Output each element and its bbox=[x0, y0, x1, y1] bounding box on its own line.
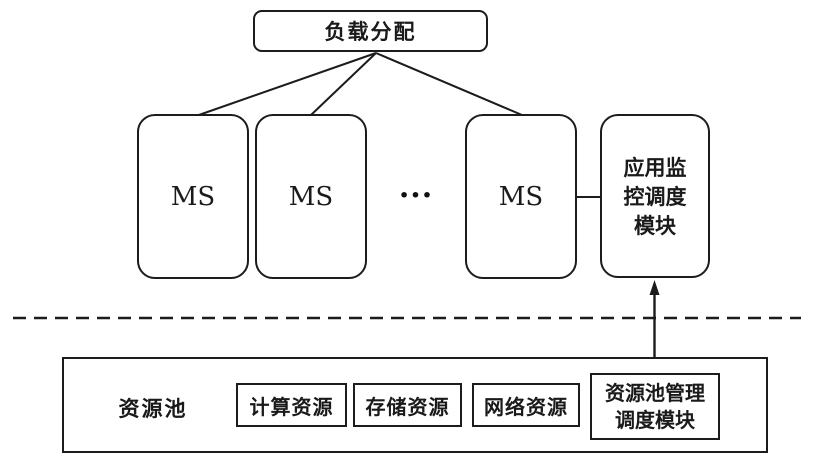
compute-resource-box: 计算资源 bbox=[236, 383, 347, 427]
storage-resource-label: 存储资源 bbox=[365, 394, 450, 419]
app-module-line-1: 应用监 bbox=[623, 154, 687, 180]
pool-module-line-2: 调度模块 bbox=[615, 407, 695, 432]
app-monitor-module-box: 应用监 控调度 模块 bbox=[600, 114, 710, 278]
app-module-line-3: 模块 bbox=[634, 212, 676, 238]
ellipsis-more-servers: ··· bbox=[398, 178, 434, 213]
fan-line-left bbox=[195, 52, 377, 117]
ms-label-3: MS bbox=[498, 181, 544, 212]
ms-label-1: MS bbox=[170, 181, 216, 212]
compute-resource-label: 计算资源 bbox=[249, 394, 334, 419]
ms-box-1: MS bbox=[137, 114, 249, 279]
storage-resource-box: 存储资源 bbox=[353, 383, 462, 427]
fan-line-right bbox=[375, 52, 523, 116]
resource-pool-label: 资源池 bbox=[118, 396, 188, 421]
network-resource-box: 网络资源 bbox=[472, 383, 580, 427]
pool-module-line-1: 资源池管理 bbox=[605, 380, 705, 405]
network-resource-label: 网络资源 bbox=[484, 394, 568, 419]
load-distribution-label: 负载分配 bbox=[324, 19, 417, 44]
pool-manager-module-box: 资源池管理 调度模块 bbox=[590, 373, 720, 440]
load-distribution-box: 负载分配 bbox=[253, 10, 488, 52]
app-module-line-2: 控调度 bbox=[623, 183, 687, 209]
ms-box-2: MS bbox=[255, 114, 367, 279]
arrowhead-up bbox=[649, 280, 660, 295]
fan-line-middle bbox=[310, 52, 377, 116]
ms-label-2: MS bbox=[288, 181, 334, 212]
ms-box-3: MS bbox=[465, 114, 577, 279]
